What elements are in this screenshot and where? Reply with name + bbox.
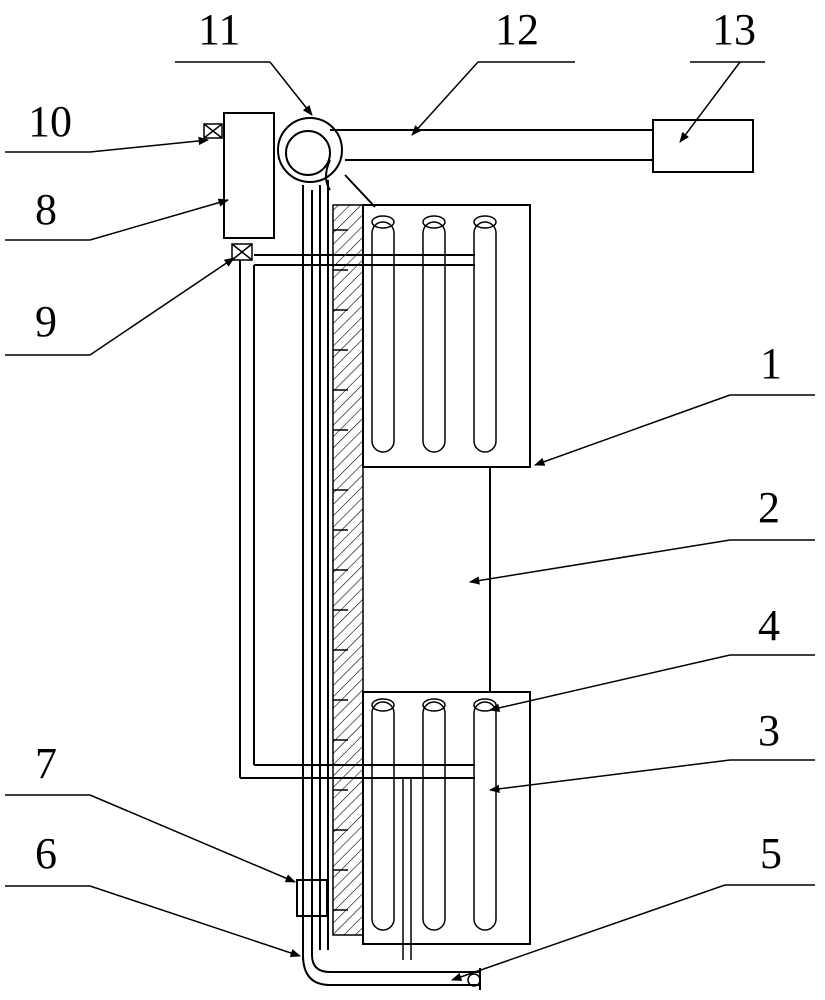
component-10-valve <box>203 123 223 139</box>
label-8: 8 <box>35 185 57 234</box>
component-6-bend <box>302 954 480 986</box>
component-5-drain <box>467 968 481 990</box>
label-4: 4 <box>758 601 780 650</box>
label-11: 11 <box>198 5 240 54</box>
label-12: 12 <box>495 5 539 54</box>
label-6: 6 <box>35 829 57 878</box>
main-vertical-duct <box>302 180 329 960</box>
component-11-fan <box>277 117 376 208</box>
label-1: 1 <box>760 339 782 388</box>
component-9-valve <box>231 243 253 261</box>
label-9: 9 <box>35 297 57 346</box>
component-12-pipe <box>330 129 653 161</box>
label-7: 7 <box>35 739 57 788</box>
hatched-wall-ticks <box>333 229 348 911</box>
component-7-valve <box>296 879 328 917</box>
label-10: 10 <box>28 97 72 146</box>
label-2: 2 <box>758 483 780 532</box>
label-5: 5 <box>760 829 782 878</box>
component-3-lower-box <box>362 691 531 960</box>
leader-lines <box>5 61 815 981</box>
component-13-box <box>652 119 754 173</box>
label-3: 3 <box>758 706 780 755</box>
label-13: 13 <box>712 5 756 54</box>
component-8-tank <box>223 112 275 239</box>
component-1-upper-box <box>362 204 531 468</box>
